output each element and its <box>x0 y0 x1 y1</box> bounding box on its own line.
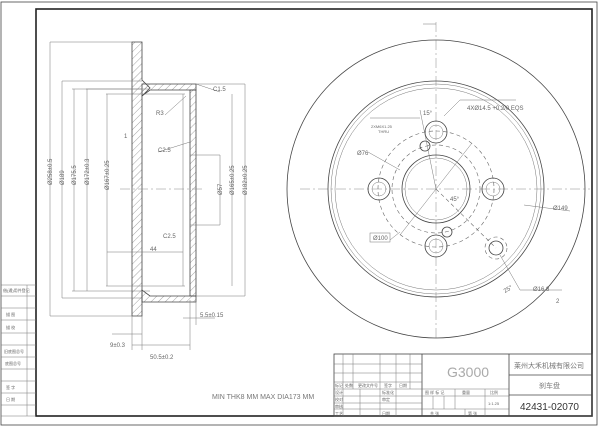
part-number: 42431-02070 <box>520 402 579 413</box>
min-thickness-note: MIN THK8 MM MAX DIA173 MM <box>212 394 314 401</box>
threaded-hole <box>441 226 453 238</box>
svg-text:4XØ14.5 +0.2/0 EQS: 4XØ14.5 +0.2/0 EQS <box>467 106 524 112</box>
material-label: G3000 <box>447 364 489 380</box>
section-view <box>49 41 246 350</box>
svg-text:C2.5: C2.5 <box>163 234 176 240</box>
part-name: 刹车盘 <box>539 381 560 390</box>
svg-text:日期: 日期 <box>399 382 407 388</box>
svg-text:日期: 日期 <box>382 410 390 416</box>
svg-text:标记: 标记 <box>335 382 343 388</box>
svg-text:底图总号: 底图总号 <box>5 360 21 366</box>
svg-text:标准化: 标准化 <box>382 389 394 395</box>
front-dimension-labels: 4XØ14.5 +0.2/0 EQS 15° 45° 2XM6X1.25 THR… <box>357 106 568 305</box>
side-strip <box>1 284 36 417</box>
svg-text:15°: 15° <box>423 111 433 117</box>
svg-text:共 张: 共 张 <box>430 410 439 416</box>
svg-text:Ø76: Ø76 <box>357 151 369 157</box>
svg-text:Ø172±0.3: Ø172±0.3 <box>85 158 91 185</box>
svg-text:描 校: 描 校 <box>6 324 15 330</box>
svg-text:Ø100: Ø100 <box>373 236 388 242</box>
svg-text:1: 1 <box>124 134 128 140</box>
section-dimension-labels: Ø258±0.5 Ø189 Ø175.5 Ø172±0.3 Ø167±0.25 … <box>48 87 249 361</box>
svg-text:日 期: 日 期 <box>6 396 15 402</box>
svg-text:Ø16.8: Ø16.8 <box>533 287 550 293</box>
svg-text:2: 2 <box>556 299 560 305</box>
title-block-text: G3000 莱州大禾机械有限公司 刹车盘 42431-02070 图 样 标 记… <box>335 361 584 416</box>
center-bore <box>401 154 471 224</box>
svg-text:44: 44 <box>150 247 157 253</box>
svg-text:图 样 标 记: 图 样 标 记 <box>425 389 444 395</box>
svg-text:Ø167±0.25: Ø167±0.25 <box>105 160 111 190</box>
svg-text:签字: 签字 <box>384 382 392 388</box>
svg-text:THRU: THRU <box>378 129 389 134</box>
svg-text:1:1.25: 1:1.25 <box>488 401 500 406</box>
svg-text:C2.5: C2.5 <box>158 148 171 154</box>
svg-text:5.5±0.15: 5.5±0.15 <box>200 313 224 319</box>
hat-bottom-section <box>141 289 197 303</box>
svg-text:50.5±0.2: 50.5±0.2 <box>150 355 174 361</box>
svg-text:45°: 45° <box>450 197 460 203</box>
detail-hole <box>488 240 504 256</box>
svg-text:9±0.3: 9±0.3 <box>110 343 126 349</box>
svg-text:2XM6X1.25: 2XM6X1.25 <box>371 124 393 129</box>
svg-text:旧底图总号: 旧底图总号 <box>4 348 24 354</box>
svg-text:借(通)用件登记: 借(通)用件登记 <box>3 287 30 293</box>
svg-text:比例: 比例 <box>490 389 498 395</box>
threaded-hole <box>419 140 431 152</box>
svg-text:C1.5: C1.5 <box>213 87 226 93</box>
svg-text:设计: 设计 <box>335 389 343 395</box>
title-block <box>333 353 593 417</box>
svg-text:Ø57: Ø57 <box>218 183 224 195</box>
svg-text:处数: 处数 <box>345 382 353 388</box>
svg-text:描 图: 描 图 <box>6 311 15 317</box>
svg-text:R3: R3 <box>156 111 164 117</box>
svg-text:签 字: 签 字 <box>6 384 15 390</box>
svg-text:更改文件号: 更改文件号 <box>358 382 378 388</box>
svg-text:审核: 审核 <box>335 403 343 409</box>
front-view <box>286 22 590 340</box>
company-name: 莱州大禾机械有限公司 <box>514 361 584 370</box>
drawing-frame <box>35 8 593 417</box>
svg-text:校对: 校对 <box>335 396 343 402</box>
hat-wall-section <box>189 89 197 297</box>
svg-text:Ø258±0.5: Ø258±0.5 <box>48 158 54 185</box>
disc-outer-edge <box>286 39 586 339</box>
svg-text:Ø182±0.25: Ø182±0.25 <box>243 165 249 195</box>
svg-text:Ø175.5: Ø175.5 <box>72 165 78 185</box>
svg-text:工艺: 工艺 <box>335 411 343 416</box>
bolt-holes <box>367 120 505 258</box>
svg-text:Ø165±0.25: Ø165±0.25 <box>230 165 236 195</box>
svg-text:第 张: 第 张 <box>468 410 477 416</box>
svg-text:Ø189: Ø189 <box>60 170 66 185</box>
svg-text:重量: 重量 <box>462 389 470 395</box>
friction-ring-section <box>131 41 151 317</box>
svg-text:审定: 审定 <box>382 396 390 402</box>
svg-text:Ø149: Ø149 <box>553 206 568 212</box>
side-strip-text: 借(通)用件登记 描 图 描 校 旧底图总号 底图总号 签 字 日 期 <box>3 287 30 402</box>
svg-text:25°: 25° <box>503 285 514 295</box>
